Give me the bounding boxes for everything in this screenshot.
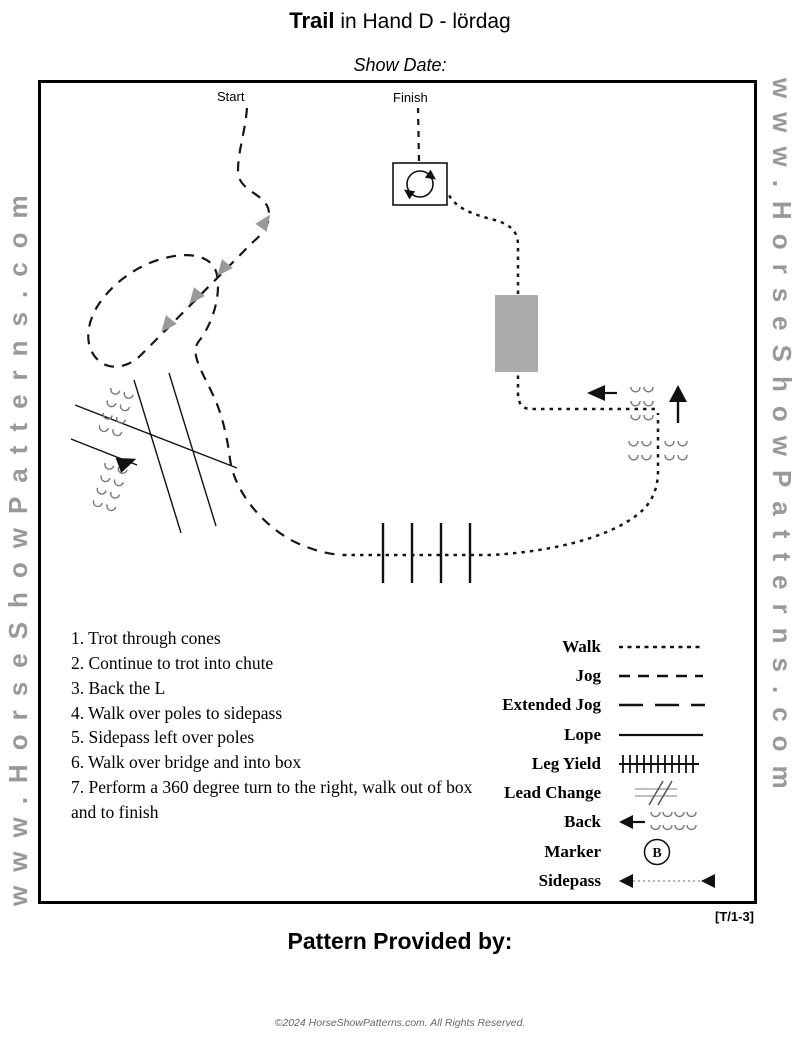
course-diagram-svg — [70, 107, 688, 583]
page-title: Trail in Hand D - lördag — [0, 8, 800, 34]
instruction-item: 1. Trot through cones — [71, 628, 221, 648]
start-label: Start — [217, 89, 245, 104]
walk-dotted-line-icon — [619, 645, 703, 648]
legend-row-leg-yield: Leg Yield — [465, 749, 725, 778]
legend-row-back: Back — [465, 808, 725, 837]
lead-change-slashes-icon — [635, 780, 677, 806]
cone-arrows — [161, 214, 271, 332]
cone-arrow-icon — [189, 287, 205, 304]
legend-row-jog: Jog — [465, 661, 725, 690]
cone-arrow-icon — [161, 315, 177, 332]
bridge — [495, 295, 538, 372]
back-hoofprints — [91, 387, 137, 513]
pattern-provided-label: Pattern Provided by: — [287, 928, 513, 954]
turn-box — [392, 162, 448, 206]
finish-course-path — [416, 107, 421, 162]
cone-arrow-icon — [255, 214, 271, 232]
sidepass-direction-arrow-icon — [587, 385, 617, 401]
lope-solid-line-icon — [619, 733, 703, 736]
cone-arrow-icon — [217, 259, 233, 276]
legend-row-sidepass: Sidepass — [465, 866, 725, 895]
walk-over-poles — [381, 523, 472, 583]
back-arrow-hoofprints-icon — [619, 812, 697, 831]
instruction-item: 5. Sidepass left over poles — [71, 727, 255, 748]
legend-row-walk: Walk — [465, 632, 725, 661]
jog-course-path — [87, 107, 344, 557]
legend-label: Leg Yield — [531, 753, 601, 773]
instruction-item: 6. Walk over bridge and into box — [71, 752, 302, 773]
pattern-diagram-box: Start Finish 1. Trot through cones 2. Co… — [38, 80, 757, 904]
legend: Walk Jog Extended Jog Lope — [465, 632, 725, 896]
approach-up-arrow-icon — [669, 385, 687, 423]
footer-copyright: ©2024 HorseShowPatterns.com. All Rights … — [274, 1017, 526, 1029]
marker-letter: B — [652, 846, 661, 861]
watermark-right: www.HorseShowPatterns.com — [767, 78, 797, 803]
walk-course-path — [343, 413, 660, 557]
legend-row-extended-jog: Extended Jog — [465, 691, 725, 720]
instruction-item: 4. Walk over poles to sidepass — [71, 702, 283, 723]
marker-circle-icon: B — [643, 838, 671, 865]
legend-label: Jog — [575, 665, 602, 685]
extended-jog-line-icon — [619, 704, 705, 707]
leg-yield-hatched-line-icon — [619, 754, 699, 773]
legend-label: Lope — [564, 724, 601, 744]
legend-row-lope: Lope — [465, 720, 725, 749]
legend-label: Sidepass — [538, 871, 601, 891]
sidepass-arrow-line-icon — [619, 874, 715, 889]
sidepass-walk-path — [447, 194, 655, 411]
show-date-label: Show Date: — [353, 55, 447, 75]
jog-dashed-line-icon — [619, 674, 703, 678]
legend-label: Lead Change — [504, 783, 601, 803]
back-l-corridor — [70, 372, 238, 534]
page-title-bold: Trail — [289, 8, 335, 33]
turn-circle-arrow-icon — [404, 169, 436, 200]
legend-label: Back — [564, 812, 601, 832]
back-direction-arrow-icon — [115, 457, 137, 473]
finish-label: Finish — [393, 90, 428, 105]
watermark-left: www.HorseShowPatterns.com — [3, 181, 33, 906]
instruction-item: 3. Back the L — [71, 677, 166, 698]
pattern-code: [T/1-3] — [715, 909, 754, 924]
legend-label: Extended Jog — [502, 695, 601, 715]
legend-label: Walk — [562, 636, 601, 656]
legend-row-marker: Marker B — [465, 837, 725, 866]
legend-row-lead-change: Lead Change — [465, 778, 725, 807]
instruction-item: 7. Perform a 360 degree turn to the righ… — [71, 777, 473, 822]
legend-label: Marker — [544, 841, 601, 861]
instructions-list: 1. Trot through cones 2. Continue to tro… — [71, 626, 479, 825]
instruction-item: 2. Continue to trot into chute — [71, 652, 274, 673]
page-title-rest: in Hand D - lördag — [334, 10, 511, 33]
